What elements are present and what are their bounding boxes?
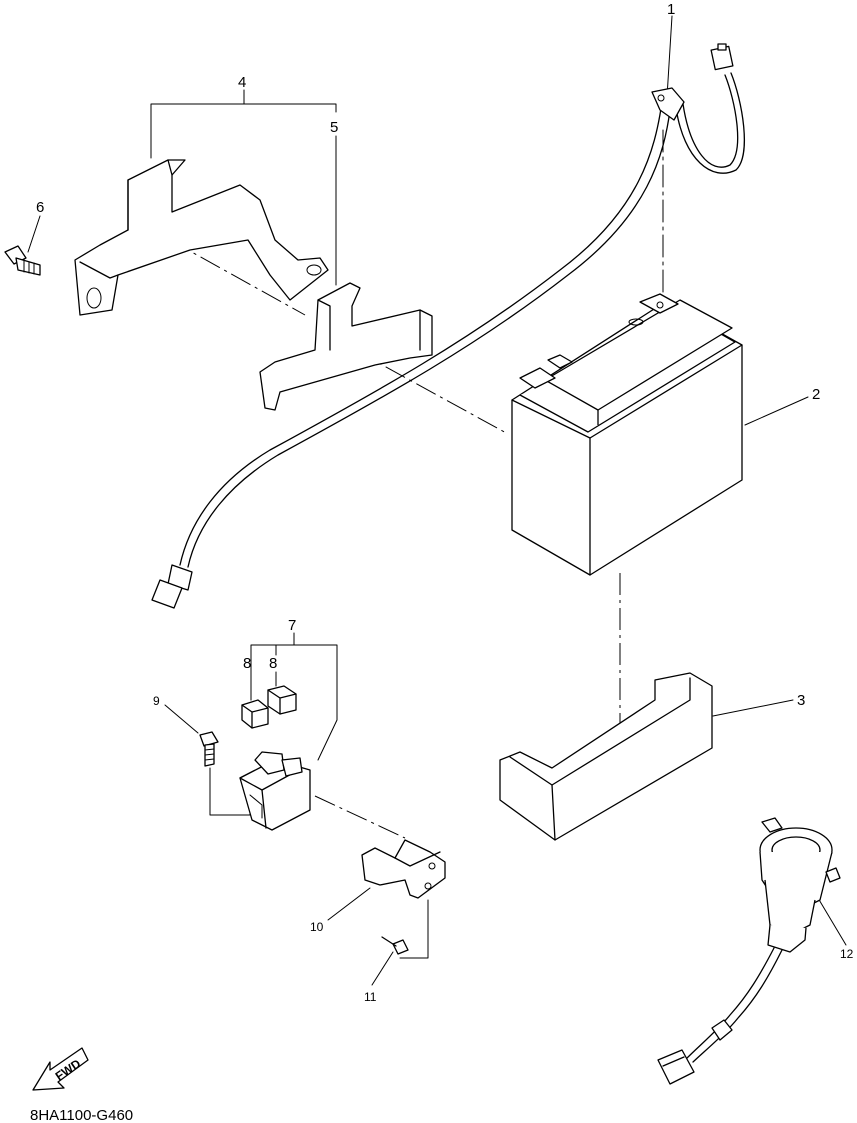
callout-7: 7 (288, 617, 296, 634)
battery-bracket-upper (74, 159, 329, 316)
fuses (241, 685, 297, 729)
callout-2: 2 (812, 386, 820, 403)
callout-1: 1 (667, 1, 675, 18)
callout-labels: 1 2 3 4 5 6 7 8 8 9 10 11 12 (36, 1, 854, 1004)
forward-arrow: FWD (32, 1047, 89, 1091)
accessory-socket (657, 817, 841, 1085)
rivet (381, 936, 409, 955)
callout-5: 5 (330, 119, 338, 136)
callout-9: 9 (153, 694, 160, 708)
callout-11: 11 (364, 990, 377, 1004)
relay-bracket (361, 839, 446, 899)
bolt (4, 245, 41, 276)
leader-lines (27, 15, 847, 986)
diagram-code: 8HA1100-G460 (30, 1107, 133, 1123)
fuse (267, 685, 297, 715)
assembly-lines (169, 239, 621, 959)
battery-bracket-lower (259, 282, 433, 411)
callout-12: 12 (840, 947, 854, 961)
callout-10: 10 (310, 920, 324, 934)
callout-3: 3 (797, 692, 805, 709)
starter-relay (239, 751, 311, 831)
callout-4: 4 (238, 74, 246, 91)
fuse (241, 699, 269, 729)
callout-8: 8 (243, 655, 251, 672)
battery (511, 293, 743, 576)
wire-harness (151, 43, 745, 609)
callout-8: 8 (269, 655, 277, 672)
relay-bolt (199, 731, 219, 767)
battery-tray (499, 672, 713, 841)
callout-6: 6 (36, 199, 44, 216)
